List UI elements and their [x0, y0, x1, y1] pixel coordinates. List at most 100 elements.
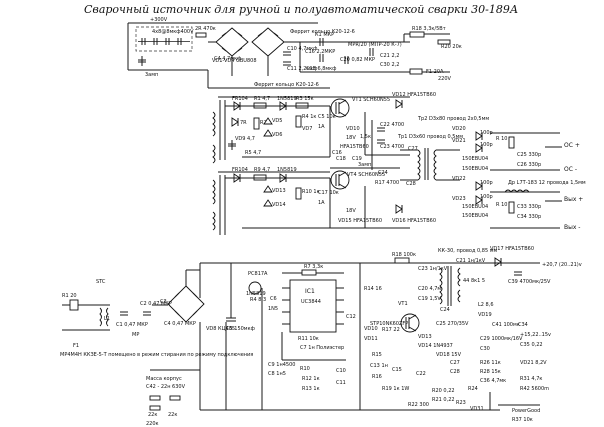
- cap-c1-ctrl: [120, 311, 128, 316]
- vd13-label: VD13: [272, 188, 286, 194]
- c11-ctrl-label: C11: [336, 380, 346, 386]
- vd5-label: VD5: [272, 118, 282, 124]
- vd21-ctrl-label: VD21 8,2V: [520, 360, 547, 366]
- c5-label: C5 10к: [318, 114, 336, 120]
- r5-label: R5 4,7: [245, 150, 261, 156]
- r220k-label: 220к: [146, 421, 159, 427]
- c1-ctrl-label: C1 0,47 МКР: [116, 322, 148, 328]
- vd11-top-label: 18V: [346, 135, 356, 141]
- resistor-22k-1: [149, 395, 161, 401]
- c29-label: R17 4700: [375, 180, 399, 186]
- vd14-ctrl-label: VD14 1N4937: [418, 343, 453, 349]
- powergood-label: PowerGood: [512, 408, 540, 414]
- plus300-label: +300V: [150, 17, 168, 23]
- vd16-label: VD16 HFA15TB60: [392, 218, 436, 224]
- l-out-label: Др L7Т-183 12 провода 1,5мм: [508, 180, 586, 186]
- r-out2-label: R 10: [496, 202, 507, 208]
- c27-ctrl-label: C27: [450, 360, 460, 366]
- resistor-r20: [437, 39, 451, 45]
- resistor-r2: [253, 117, 260, 130]
- r28-ctrl-label: R28 15к: [480, 369, 501, 375]
- r22k2-label: 22к: [168, 412, 177, 418]
- c30-label: C30 2,2: [380, 62, 399, 68]
- c100-2-label: 100р: [480, 142, 493, 148]
- vd15-label: VD15 HFA15TB60: [338, 218, 382, 224]
- c29-ctrl-label: C29 1000мк/16V: [480, 336, 523, 342]
- c7-ctrl-label: C7 1н Полиэстер: [300, 345, 344, 351]
- diagram-title: Сварочный источник для ручной и полуавто…: [84, 3, 518, 16]
- gate-transformer-lower: [212, 179, 216, 231]
- in5819-top-label: 1N5819: [277, 96, 297, 102]
- r19-ctrl-label: R19 1к 1W: [382, 386, 409, 392]
- mass-label: Масса корпус: [146, 376, 182, 382]
- ic-uc3844: [289, 279, 337, 333]
- c2-ctrl-label: C2 0,47 МКР: [140, 301, 172, 307]
- vd19-ctrl-label: VD19: [478, 312, 492, 318]
- c23-ctrl-label: C23 1н/1кV: [418, 266, 448, 272]
- d3-label: 150EBU04: [462, 204, 488, 210]
- v20-label: +20,7 (20..21)v: [542, 262, 582, 268]
- diode-bridge-top2: [251, 27, 285, 57]
- cap-c15: [319, 54, 324, 62]
- main-transformer: [417, 148, 437, 181]
- vd14-label: VD14: [272, 202, 286, 208]
- c18-mid-label: C18: [336, 156, 346, 162]
- r7-ctrl-label: R7 3,3к: [304, 264, 323, 270]
- r21-ctrl-label: R21 0,22: [432, 397, 455, 403]
- diode-output-2: [475, 143, 483, 153]
- v18-bot-label: 18V: [346, 208, 356, 214]
- c30-ctrl-label: C30: [480, 346, 490, 352]
- vd22-label: VD22: [452, 176, 466, 182]
- uc3844-label: UC3844: [301, 299, 321, 305]
- optocoupler-q4: [248, 281, 262, 295]
- c39-ctrl-label: C39 4700мк/25V: [508, 279, 551, 285]
- cap-c23: [377, 139, 385, 144]
- in5819-ctrl-label: 1N5819: [246, 291, 266, 297]
- r10-ctrl-label: R10: [300, 366, 310, 372]
- vd20-label: VD20: [452, 126, 466, 132]
- diode-bridge-ctrl: [167, 285, 205, 323]
- c41-2-label: C35 0,22: [520, 342, 543, 348]
- vd17-ctrl-label: VD17 HFA15TB60: [490, 246, 534, 252]
- r18-label: R18 3,3к/5Вт: [412, 26, 446, 32]
- vt1-top-label: VT1 SCH60N55: [352, 97, 390, 103]
- r11-ctrl-label: R11 10к: [298, 336, 319, 342]
- c4-ctrl-label: C4 0,47 МКР: [164, 321, 196, 327]
- r16-ctrl-label: R16: [372, 374, 382, 380]
- vd6-label: VD6: [272, 132, 282, 138]
- cap-c22: [377, 127, 385, 132]
- r4-label: R4 1к: [302, 114, 316, 120]
- c23-label: C23 4700: [380, 144, 404, 150]
- r-top-label: 2R 470к: [195, 26, 216, 32]
- diode-vd13: [263, 185, 273, 193]
- diode-vd6: [263, 129, 273, 137]
- cap-c20: [344, 56, 349, 64]
- tr1-label: Тр1 D3х60 провод 0,5мм: [397, 134, 463, 140]
- c22-ctrl-label: C22: [416, 371, 426, 377]
- vd31-ctrl-label: VD31: [470, 406, 484, 412]
- upper-gate-driver: FR104 R1 4,7 1N5819 R3 15к VT1 SCH60N55 …: [212, 92, 436, 164]
- c3-ctrl-label: C3: [160, 299, 167, 305]
- r9-label: R9 4,7: [254, 167, 270, 173]
- stp-label: STP10NK60ZFP: [370, 321, 408, 327]
- mains-note: МР4М4Н ККЗЕ-5-Т помещено в режим стирани…: [60, 352, 253, 358]
- r-out1-label: R 10: [496, 136, 507, 142]
- vd13-ctrl-label: VD13: [418, 334, 432, 340]
- c100-1-label: 100р: [480, 130, 493, 136]
- r26-ctrl-label: R26 11к: [480, 360, 501, 366]
- control-board-section: КК-30, провод 0,85 мм STC R1 20 F1 L1 C1…: [60, 246, 582, 427]
- r_7r-label: 7R: [240, 120, 247, 126]
- resistor-220k: [149, 405, 161, 411]
- flyback-transformer: [439, 266, 461, 306]
- q4-label: PC817A: [248, 271, 268, 277]
- mosfet-vt1-upper: [330, 98, 350, 118]
- c26-out-label: C26 330р: [517, 162, 541, 168]
- tr2-label: Тр2 D3х80 провод 2х0,5мм: [417, 116, 489, 122]
- ferrite-bot-label: Феррит кольцо К20-12-6: [254, 82, 319, 88]
- d1n5-label: 1N5: [268, 306, 278, 312]
- c4-ok-label: C4 4,7мкф: [214, 56, 241, 62]
- d4-label: 150EBU04: [462, 213, 488, 219]
- fuse-label: F1: [73, 343, 79, 349]
- r1-top-label: R1 4,7: [254, 96, 270, 102]
